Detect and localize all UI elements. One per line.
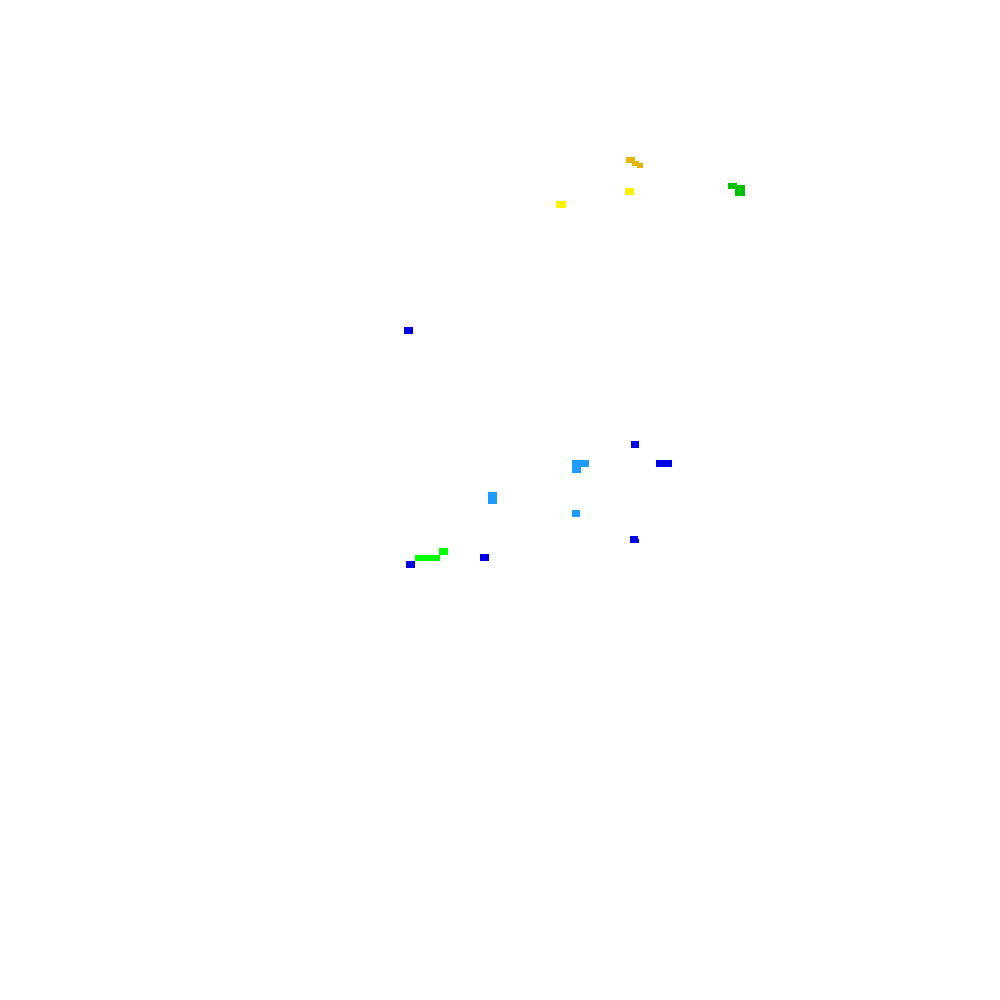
gold-pixel-cluster-b — [632, 161, 639, 166]
light-blue-pixel-cluster-b — [572, 466, 581, 473]
dark-green-pixel-cluster-a — [728, 183, 737, 189]
bright-green-pixel-bar — [415, 555, 440, 561]
blue-pixel-cluster-b-tail — [634, 539, 639, 543]
bright-green-pixel-step — [439, 548, 448, 555]
gold-pixel-cluster-c — [637, 163, 643, 168]
light-blue-pixel-cluster-a — [572, 460, 589, 467]
light-blue-pixel-cluster-c — [488, 492, 497, 504]
blue-pixel-cluster-a — [631, 441, 639, 448]
light-blue-pixel-cluster-d — [572, 510, 580, 517]
dark-green-pixel-cluster-b — [735, 185, 745, 196]
blue-pixel-cluster-c — [480, 554, 489, 561]
blue-pixel-bar — [656, 460, 672, 467]
yellow-pixel-cluster-b — [556, 201, 566, 208]
yellow-pixel-cluster-a — [625, 188, 634, 195]
gold-pixel-cluster-a — [626, 157, 635, 163]
blue-pixel-isolated — [404, 327, 413, 334]
blue-pixel-cluster-d — [406, 561, 415, 568]
